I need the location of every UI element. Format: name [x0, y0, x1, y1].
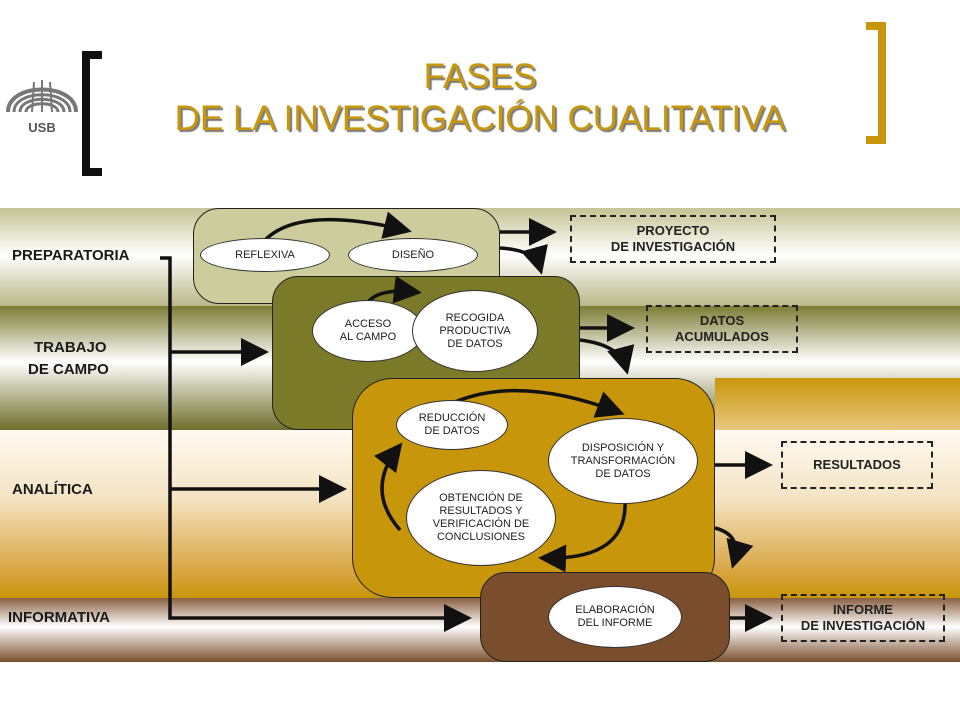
usb-logo-shell-icon	[6, 80, 78, 113]
phase-informativa: INFORMATIVA	[8, 609, 110, 626]
phase-trabajo-line1: TRABAJO	[34, 339, 107, 356]
usb-logo: USB	[2, 62, 82, 140]
step-reflexiva: REFLEXIVA	[200, 238, 330, 272]
page-title-line1: FASES	[423, 57, 537, 96]
band-analitica-right	[715, 378, 960, 430]
step-diseno: DISEÑO	[348, 238, 478, 272]
logo-text: USB	[28, 120, 56, 135]
phase-analitica: ANALÍTICA	[12, 481, 93, 498]
page-title-line2: DE LA INVESTIGACIÓN CUALITATIVA	[174, 99, 786, 138]
phase-preparatoria: PREPARATORIA	[12, 247, 130, 264]
phase-trabajo-line2: DE CAMPO	[28, 361, 109, 378]
output-resultados: RESULTADOS	[781, 441, 933, 489]
